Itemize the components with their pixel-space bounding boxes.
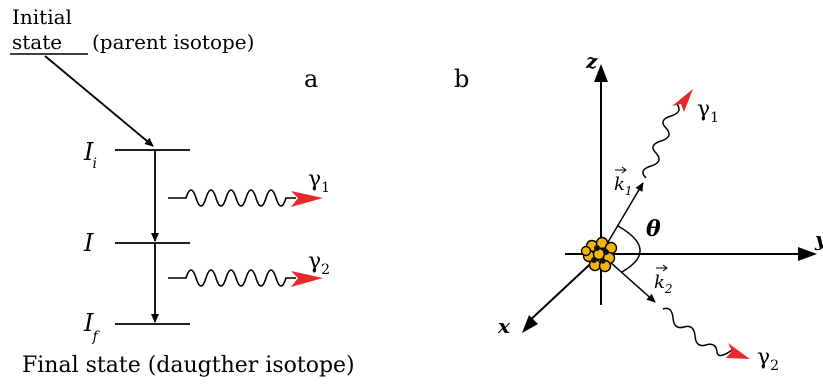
z-axis-arrowhead	[594, 64, 608, 82]
y-axis-label: y	[814, 227, 823, 251]
gamma1-arrowhead	[291, 191, 323, 207]
panel-a-label: a	[304, 65, 318, 93]
k1-label: k1	[614, 174, 633, 198]
gamma2-label-b: γ2	[757, 345, 779, 374]
gamma2-arrowhead	[291, 271, 323, 287]
gamma2-label-a: γ2	[308, 249, 330, 278]
z-axis-label: z	[585, 49, 598, 73]
y-axis-arrowhead	[798, 247, 817, 261]
x-axis-arrowhead	[522, 315, 538, 333]
k2-vector-mark-head	[662, 264, 668, 272]
gamma1-label-b: γ1	[697, 97, 719, 126]
level-I-label: I	[83, 229, 94, 257]
gamma1-label-a: γ1	[308, 167, 330, 196]
gamma2-arrowhead-b	[726, 343, 750, 359]
panel-b: b z y x k1 γ1 k2 γ2 θ	[454, 49, 823, 374]
panel-a: Initial state (parent isotope) a Ii I If…	[10, 5, 355, 378]
level-Ii-label: Ii	[83, 138, 97, 172]
initial-state-label-line2: state	[12, 30, 62, 54]
gamma1-arrowhead-b	[672, 89, 693, 112]
level-If-label: If	[83, 309, 100, 345]
x-axis	[526, 253, 602, 324]
initial-state-note: (parent isotope)	[92, 30, 254, 54]
gamma2-wave	[168, 269, 296, 287]
theta-label: θ	[646, 216, 661, 242]
initial-state-label-line1: Initial	[12, 5, 72, 29]
nucleus-dark-particles	[591, 245, 609, 264]
theta-arc	[617, 225, 641, 273]
final-state-label: Final state (daugther isotope)	[22, 353, 355, 378]
k1-vector-mark-head	[621, 166, 627, 174]
k2-label: k2	[654, 272, 673, 296]
panel-b-label: b	[454, 65, 469, 93]
x-axis-label: x	[497, 314, 511, 338]
gamma1-wave-b	[642, 102, 680, 179]
initial-decay-arrow	[44, 55, 154, 147]
gamma2-wave-b	[662, 307, 733, 357]
gamma1-wave	[168, 189, 296, 207]
